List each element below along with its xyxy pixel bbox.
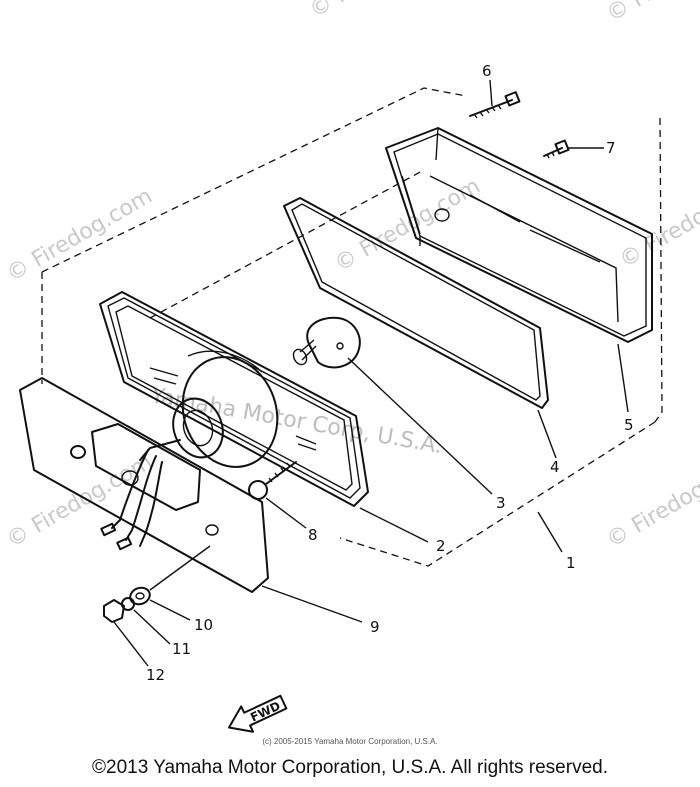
lamp-base (99, 291, 369, 507)
long-screw (469, 91, 521, 119)
callout-2: 2 (436, 537, 446, 555)
callout-12: 12 (146, 666, 165, 684)
lens-housing (385, 127, 653, 343)
fastener-stack (103, 545, 211, 623)
callout-5: 5 (624, 416, 634, 434)
small-copyright: (c) 2005-2015 Yamaha Motor Corporation, … (262, 737, 438, 746)
callout-8: 8 (308, 526, 318, 544)
bulb (292, 316, 361, 369)
callout-11: 11 (172, 640, 191, 658)
leader-lines (113, 79, 629, 667)
watermarks: © Firedog.com © Firedog.com © Firedog.co… (3, 0, 700, 553)
watermark: © Firedog.com (3, 450, 157, 553)
callout-3: 3 (496, 494, 506, 512)
mounting-screw (248, 461, 297, 500)
callouts: 1 2 3 4 5 6 7 8 9 10 11 12 (146, 62, 634, 684)
callout-9: 9 (370, 618, 380, 636)
short-screw (543, 139, 570, 159)
fwd-arrow-icon: FWD (227, 694, 288, 733)
callout-7: 7 (606, 139, 616, 157)
callout-6: 6 (482, 62, 492, 80)
watermark: © Firedog.com (306, 0, 460, 23)
callout-4: 4 (550, 458, 560, 476)
watermark: © Firedog.com (603, 450, 700, 553)
callout-10: 10 (194, 616, 213, 634)
gasket (283, 197, 549, 409)
watermark: © Firedog.com (603, 0, 700, 27)
assembly-outline (41, 87, 663, 567)
callout-1: 1 (566, 554, 576, 572)
watermark: © Firedog.com (3, 184, 157, 287)
wire-harness (100, 449, 163, 551)
bracket-plate (19, 377, 269, 593)
footer-copyright: ©2013 Yamaha Motor Corporation, U.S.A. A… (92, 757, 608, 778)
